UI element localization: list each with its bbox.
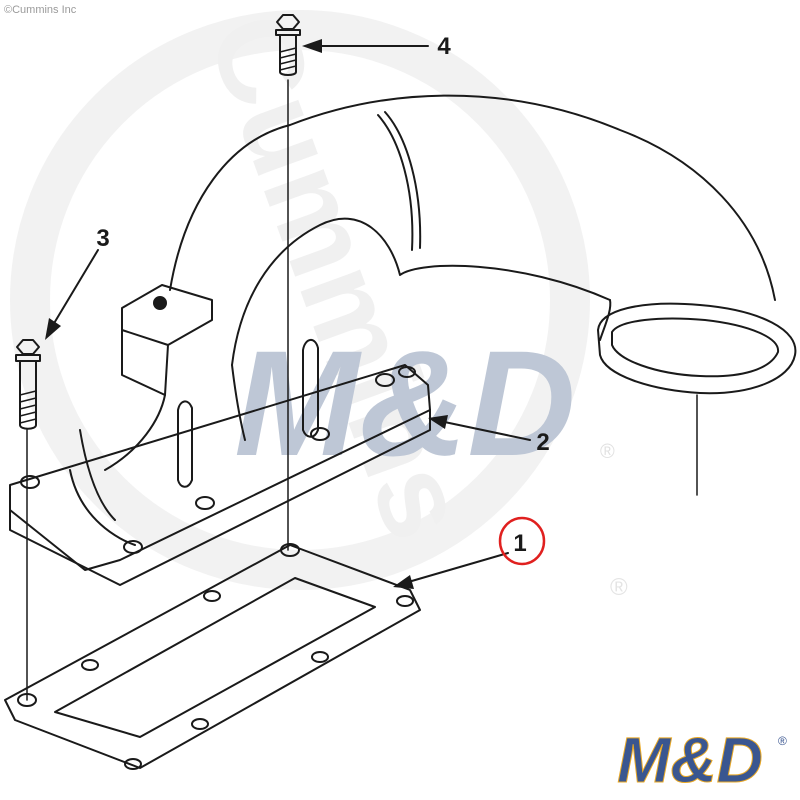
outlet-opening — [611, 317, 780, 378]
housing-body — [69, 364, 246, 546]
boss-hole — [153, 296, 167, 310]
pipe-seam-2 — [384, 111, 422, 249]
leader-line-2 — [434, 419, 531, 441]
gasket-hole — [280, 543, 300, 557]
corner-logo-text: M&D — [617, 724, 763, 796]
arrowhead-4 — [302, 39, 322, 53]
gasket-hole — [311, 651, 329, 663]
gasket-hole — [191, 718, 209, 730]
copyright-notice: ©Cummins Inc — [4, 4, 77, 16]
leader-line-3 — [49, 249, 99, 331]
flange-hole — [195, 496, 215, 510]
corner-logo: M&D ® — [617, 724, 787, 797]
arrowheads — [45, 39, 448, 589]
gasket-hole — [203, 590, 221, 602]
elbow-pipe-inner — [231, 217, 611, 366]
watermark-registered-mark: ® — [600, 441, 615, 463]
flange-hole — [310, 427, 330, 441]
flange-hole — [20, 475, 40, 489]
corner-logo-registered: ® — [778, 734, 787, 748]
housing-rib-1 — [177, 400, 193, 488]
elbow-pipe-outline — [169, 94, 776, 301]
housing-base-flange — [9, 364, 431, 571]
leader-line-1 — [397, 552, 509, 586]
arrowhead-1 — [393, 575, 414, 589]
watermark-registered-mark-2: ® — [610, 574, 628, 601]
flange-hole — [375, 373, 395, 387]
watermark: Cummins M&D ® ® — [10, 0, 628, 601]
outlet-neck — [599, 299, 612, 341]
flange-hole — [398, 366, 416, 378]
callout-label-2: 2 — [536, 429, 549, 456]
housing-base-flange-edge — [9, 409, 431, 586]
gasket-hole — [81, 659, 99, 671]
housing-rib-2 — [302, 339, 319, 438]
pipe-seam — [377, 114, 414, 251]
callout-highlight-ring — [498, 516, 546, 566]
bolt-3 — [15, 339, 41, 430]
gasket-opening — [54, 577, 376, 738]
callout-label-3: 3 — [96, 225, 109, 252]
flange-hole — [123, 540, 143, 554]
outlet-flange — [597, 302, 797, 395]
callout-label-1: 1 — [513, 530, 526, 557]
watermark-center-logo: M&D — [234, 319, 576, 487]
arrowhead-3 — [45, 318, 61, 340]
bolt-4 — [275, 14, 301, 76]
callout-label-4: 4 — [437, 33, 451, 60]
arrowhead-2 — [428, 415, 448, 429]
gasket-hole — [396, 595, 414, 607]
gasket-hole — [124, 758, 142, 770]
square-boss — [121, 284, 213, 396]
